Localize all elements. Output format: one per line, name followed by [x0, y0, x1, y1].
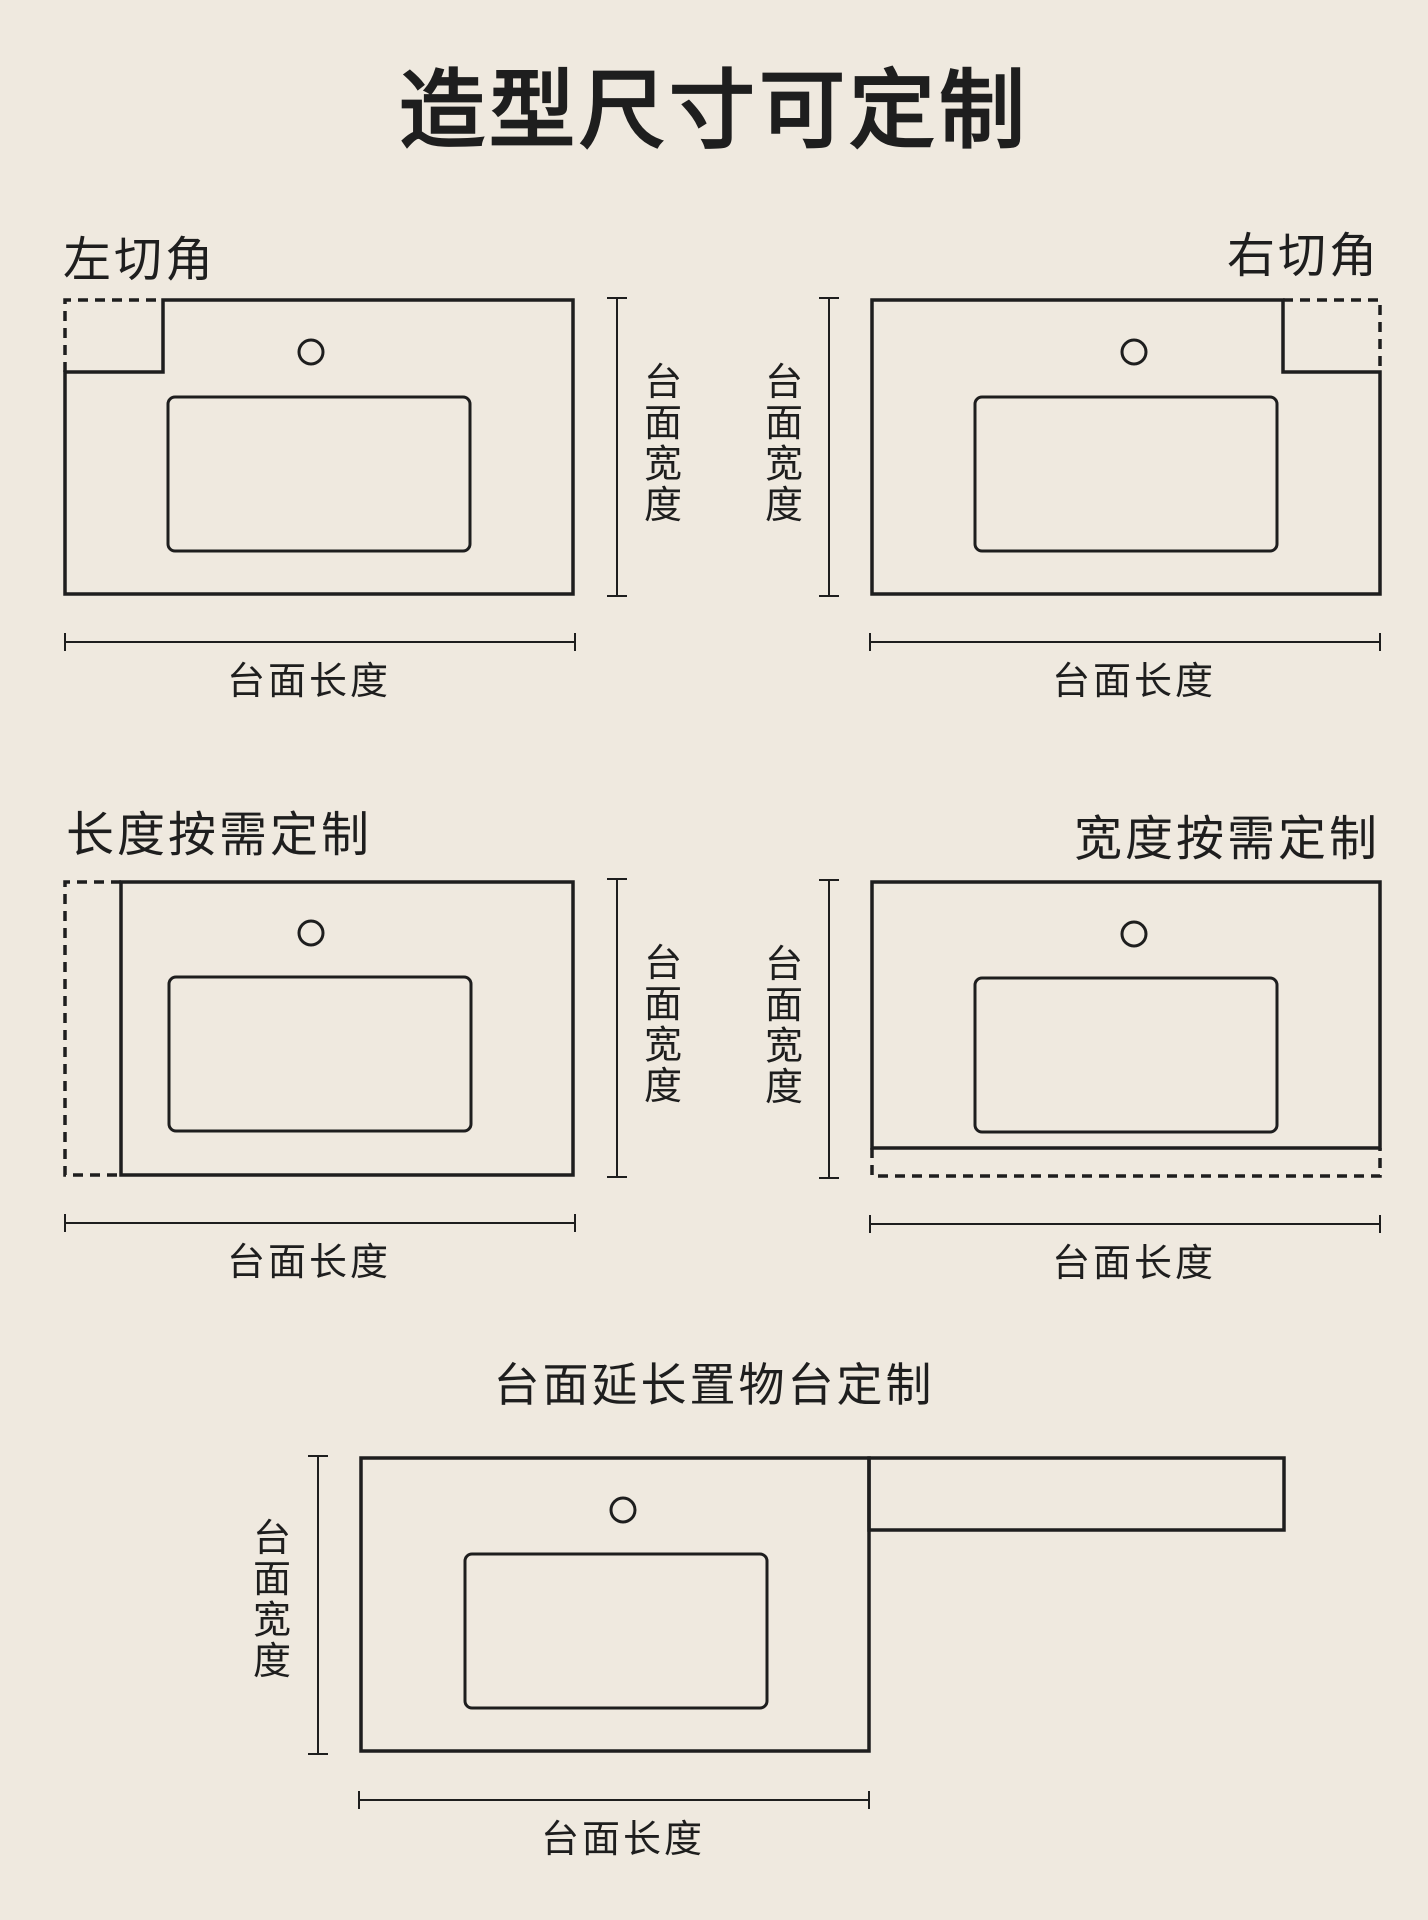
left-cut-countertop-outline	[63, 298, 575, 596]
right-cut-diagram	[819, 297, 1382, 651]
extension-diagram	[308, 1455, 1286, 1809]
width-custom-basin	[973, 976, 1279, 1134]
right-cut-width-label: 台面宽度	[764, 360, 803, 527]
extension-countertop-outline	[359, 1456, 871, 1753]
extension-width-label: 台面宽度	[252, 1516, 291, 1683]
width-custom-width-label: 台面宽度	[764, 942, 803, 1109]
left-cut-length-label: 台面长度	[227, 659, 392, 703]
width-custom-countertop-outline	[870, 880, 1382, 1150]
width-custom-diagram	[819, 879, 1382, 1233]
width-custom-label: 宽度按需定制	[1073, 811, 1380, 867]
length-custom-faucet-hole	[297, 919, 325, 947]
length-custom-width-label: 台面宽度	[643, 941, 682, 1108]
left-cut-label: 左切角	[63, 232, 217, 288]
extension-faucet-hole	[609, 1496, 637, 1524]
right-cut-basin	[973, 395, 1279, 553]
width-custom-faucet-hole	[1120, 920, 1148, 948]
length-custom-length-label: 台面长度	[227, 1240, 392, 1284]
extension-shelf	[867, 1456, 1286, 1532]
right-cut-corner-dashed	[1283, 298, 1382, 372]
length-custom-countertop-outline	[119, 880, 575, 1177]
length-custom-basin	[167, 975, 473, 1133]
length-custom-diagram	[63, 878, 627, 1232]
left-cut-faucet-hole	[297, 338, 325, 366]
extension-length-label: 台面长度	[541, 1817, 706, 1861]
extension-label: 台面延长置物台定制	[493, 1358, 935, 1412]
right-cut-length-label: 台面长度	[1052, 659, 1217, 703]
page-title: 造型尺寸可定制	[399, 61, 1029, 161]
length-custom-extension-dashed	[63, 880, 121, 1177]
right-cut-label: 右切角	[1226, 228, 1380, 284]
left-cut-diagram	[63, 297, 627, 651]
left-cut-width-label: 台面宽度	[643, 360, 682, 527]
length-custom-label: 长度按需定制	[66, 807, 373, 863]
right-cut-faucet-hole	[1120, 338, 1148, 366]
extension-basin	[463, 1552, 769, 1710]
width-custom-length-label: 台面长度	[1052, 1241, 1217, 1285]
left-cut-basin	[166, 395, 472, 553]
width-custom-extension-dashed	[870, 1148, 1382, 1178]
left-cut-corner-dashed	[63, 298, 163, 372]
